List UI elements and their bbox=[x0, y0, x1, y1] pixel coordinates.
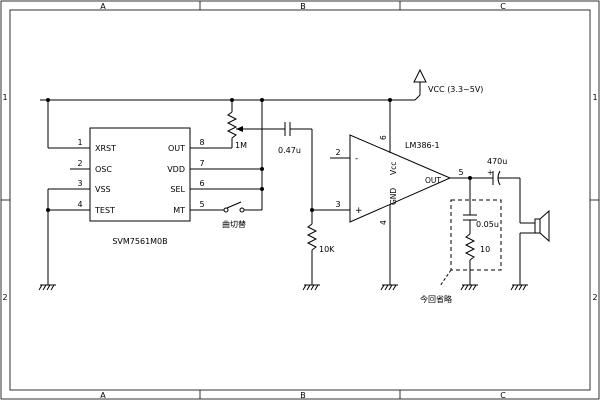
vcc-rail: VCC (3.3~5V) bbox=[40, 68, 483, 102]
ic-pin-5-num: 5 bbox=[199, 200, 204, 209]
ic-pin-6-num: 6 bbox=[199, 179, 204, 188]
ground-icon-speaker bbox=[510, 284, 528, 291]
input-resistor-value: 10K bbox=[319, 245, 335, 254]
ground-icon-input bbox=[302, 284, 320, 291]
ic-pin-4-num: 4 bbox=[77, 200, 82, 209]
speaker-icon bbox=[519, 209, 550, 285]
ic-pin-1-num: 1 bbox=[77, 138, 82, 147]
output-cap-value: 470u bbox=[487, 157, 507, 166]
row-label-2-left: 2 bbox=[2, 293, 7, 302]
col-label-a-top: A bbox=[100, 2, 106, 11]
vcc-arrow-icon bbox=[413, 68, 427, 83]
coupling-cap-value: 0.47u bbox=[278, 146, 301, 155]
zobel-resistor-value: 10 bbox=[480, 245, 490, 254]
ic-pin-test-label: TEST bbox=[94, 206, 115, 215]
ic-pin-mt-label: MT bbox=[173, 206, 185, 215]
amp-name: LM386-1 bbox=[405, 141, 440, 150]
ground-icon-zobel bbox=[460, 284, 478, 291]
pot-value: 1M bbox=[235, 141, 247, 150]
amp-pin-4-num: 4 bbox=[379, 220, 388, 225]
potentiometer-1m: 1M bbox=[220, 100, 285, 150]
output-capacitor: + 470u bbox=[487, 157, 535, 224]
col-label-c-top: C bbox=[500, 2, 506, 11]
amp-out-label: OUT bbox=[425, 176, 441, 185]
omitted-region-box bbox=[450, 199, 502, 271]
switch-label: 曲切替 bbox=[222, 219, 246, 229]
col-label-a-bottom: A bbox=[100, 391, 106, 400]
ic-pin-7-num: 7 bbox=[199, 159, 204, 168]
col-label-c-bottom: C bbox=[500, 391, 506, 400]
amplifier-lm386: LM386-1 - + Vcc GND OUT 2 3 6 4 5 bbox=[330, 100, 493, 285]
ic-pin-sel-label: SEL bbox=[170, 185, 185, 194]
col-label-b-bottom: B bbox=[300, 391, 306, 400]
amp-gnd-label: GND bbox=[389, 188, 398, 205]
coupling-capacitor: 0.47u bbox=[278, 122, 313, 210]
ic-pin-vss-label: VSS bbox=[95, 185, 111, 194]
ic-name: SVM7561M0B bbox=[112, 237, 167, 246]
amp-vcc-label: Vcc bbox=[389, 162, 398, 175]
pot-wiper-arrow-icon bbox=[236, 126, 243, 132]
amp-minus-label: - bbox=[355, 154, 358, 164]
ic-pin-2-num: 2 bbox=[77, 159, 82, 168]
amp-plus-label: + bbox=[355, 206, 363, 216]
ic-svm7561m0b: SVM7561M0B 1 2 3 4 XRST OSC VSS TEST 8 7… bbox=[70, 127, 262, 246]
vcc-label: VCC (3.3~5V) bbox=[428, 85, 483, 94]
zobel-network: 0.05u 10 今回省略 bbox=[420, 176, 502, 304]
ic-pin-xrst-label: XRST bbox=[95, 144, 116, 153]
ic-left-wiring bbox=[46, 100, 70, 285]
amp-pin-6-num: 6 bbox=[379, 135, 388, 140]
ic-pin-osc-label: OSC bbox=[95, 165, 112, 174]
row-label-1-left: 1 bbox=[2, 93, 7, 102]
ic-pin-8-num: 8 bbox=[199, 138, 204, 147]
ic-pin-out-label: OUT bbox=[168, 144, 185, 153]
vdd-sel-rail bbox=[260, 100, 264, 210]
omitted-note: 今回省略 bbox=[420, 294, 452, 304]
ic-pin-vdd-label: VDD bbox=[167, 165, 185, 174]
output-cap-plus: + bbox=[487, 168, 493, 177]
amp-pin-5-num: 5 bbox=[458, 168, 463, 177]
col-label-b-top: B bbox=[300, 2, 306, 11]
row-label-1-right: 1 bbox=[592, 93, 597, 102]
zobel-cap-value: 0.05u bbox=[476, 220, 499, 229]
amp-pin-3-num: 3 bbox=[335, 200, 340, 209]
song-select-switch: 曲切替 bbox=[220, 201, 262, 229]
row-label-2-right: 2 bbox=[592, 293, 597, 302]
ground-icon-amp bbox=[380, 284, 398, 291]
amp-pin-2-num: 2 bbox=[335, 148, 340, 157]
ground-icon-ic bbox=[38, 284, 56, 291]
ic-pin-3-num: 3 bbox=[77, 179, 82, 188]
input-network: 10K bbox=[306, 208, 350, 285]
